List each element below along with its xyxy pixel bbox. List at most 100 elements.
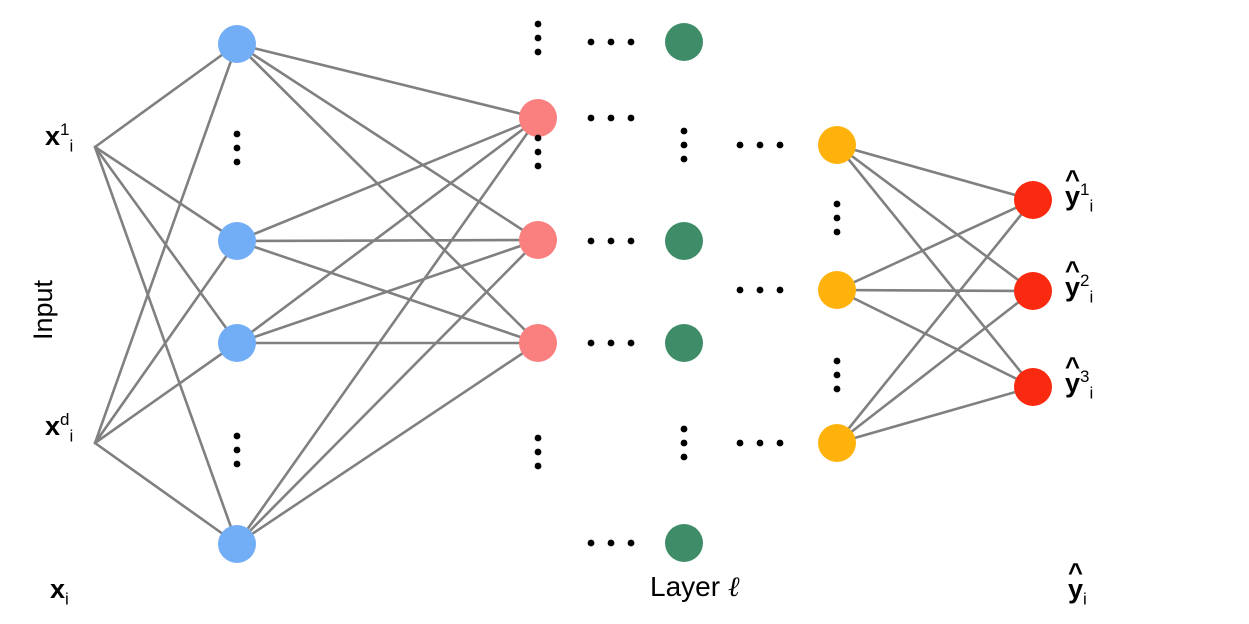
vertical-ellipsis-dot — [233, 144, 241, 152]
output-label-yhat3-glyph: ^y — [1065, 354, 1081, 398]
horizontal-ellipsis-dot — [607, 237, 615, 245]
edge — [835, 385, 1035, 445]
node-output-2[interactable] — [1014, 272, 1052, 310]
horizontal-ellipsis-dot — [736, 141, 744, 149]
vertical-ellipsis-dot — [833, 214, 841, 222]
vertical-ellipsis-dot — [534, 434, 542, 442]
vdots-penultimate-lower — [833, 357, 841, 393]
input-label-xd-sup: d — [60, 410, 70, 429]
node-layer-l-2[interactable] — [665, 222, 703, 260]
caption-layer-l-prefix: Layer — [650, 571, 728, 602]
vertical-ellipsis-dot — [680, 425, 688, 433]
input-label-x1-base: x — [45, 121, 61, 151]
hdots-between-hidden2-layerl-4 — [587, 339, 635, 347]
vertical-ellipsis-dot — [833, 228, 841, 236]
node-first-hidden-2[interactable] — [218, 222, 256, 260]
horizontal-ellipsis-dot — [627, 339, 635, 347]
edge — [93, 42, 239, 149]
horizontal-ellipsis-dot — [627, 38, 635, 46]
node-penultimate-2[interactable] — [818, 271, 856, 309]
horizontal-ellipsis-dot — [587, 339, 595, 347]
hat-accent-icon: ^ — [1068, 558, 1084, 587]
horizontal-ellipsis-dot — [736, 439, 744, 447]
node-layer-l-4[interactable] — [665, 524, 703, 562]
node-second-hidden-2[interactable] — [519, 221, 557, 259]
input-label-xd-sub: i — [69, 426, 74, 446]
node-output-1[interactable] — [1014, 181, 1052, 219]
caption-layer-l: Layer ℓ — [650, 573, 740, 602]
edge — [93, 341, 239, 445]
vertical-ellipsis-dot — [833, 385, 841, 393]
node-penultimate-3[interactable] — [818, 424, 856, 462]
vdots-layerl-upper — [680, 127, 688, 163]
vertical-ellipsis-dot — [233, 158, 241, 166]
output-label-yhat3-sub: i — [1089, 383, 1094, 403]
edge — [835, 198, 1035, 445]
vertical-ellipsis-dot — [233, 460, 241, 468]
vdots-hidden2-upper — [534, 134, 542, 170]
output-label-yhat2-sup: 2 — [1080, 271, 1090, 290]
edge — [235, 42, 540, 120]
vdots-penultimate-upper — [833, 200, 841, 236]
input-label-x1-sub: i — [69, 136, 74, 156]
horizontal-ellipsis-dot — [607, 38, 615, 46]
horizontal-ellipsis-dot — [627, 114, 635, 122]
node-layer-l-1[interactable] — [665, 23, 703, 61]
node-first-hidden-3[interactable] — [218, 324, 256, 362]
hdots-between-hidden2-layerl-5 — [587, 539, 635, 547]
vdots-hidden2-lower — [534, 434, 542, 470]
horizontal-ellipsis-dot — [587, 38, 595, 46]
edge — [835, 143, 1035, 389]
horizontal-ellipsis-dot — [756, 286, 764, 294]
node-first-hidden-1[interactable] — [218, 25, 256, 63]
node-second-hidden-1[interactable] — [519, 99, 557, 137]
hdots-between-layerl-penultimate-3 — [736, 439, 784, 447]
horizontal-ellipsis-dot — [587, 237, 595, 245]
vertical-ellipsis-dot — [233, 432, 241, 440]
hdots-between-hidden2-layerl-3 — [587, 237, 635, 245]
node-layer-l-3[interactable] — [665, 324, 703, 362]
edge — [835, 198, 1035, 292]
node-first-hidden-4[interactable] — [218, 525, 256, 563]
vertical-ellipsis-dot — [680, 127, 688, 135]
caption-output-vector-base: y — [1068, 574, 1084, 604]
edge — [835, 143, 1035, 202]
edge — [93, 239, 239, 445]
caption-input-vector-base: x — [50, 574, 66, 604]
vertical-ellipsis-dot — [534, 162, 542, 170]
vertical-ellipsis-dot — [534, 48, 542, 56]
node-penultimate-1[interactable] — [818, 126, 856, 164]
vertical-ellipsis-dot — [833, 357, 841, 365]
output-label-yhat3-base: y — [1065, 368, 1081, 398]
horizontal-ellipsis-dot — [776, 141, 784, 149]
node-output-3[interactable] — [1014, 368, 1052, 406]
vertical-ellipsis-dot — [833, 200, 841, 208]
edge — [235, 238, 540, 243]
edge — [235, 238, 540, 345]
vertical-ellipsis-dot — [680, 155, 688, 163]
output-label-yhat2-glyph: ^y — [1065, 258, 1080, 301]
vertical-ellipsis-dot — [534, 462, 542, 470]
caption-layer-l-symbol: ℓ — [727, 572, 740, 603]
vertical-ellipsis-dot — [534, 20, 542, 28]
edge — [235, 42, 540, 345]
vertical-ellipsis-dot — [534, 34, 542, 42]
input-label-x1: x1i — [45, 120, 73, 154]
vertical-ellipsis-dot — [233, 130, 241, 138]
edge — [93, 42, 239, 445]
edge — [235, 341, 540, 546]
output-label-yhat1-glyph: ^y — [1065, 167, 1080, 210]
caption-output-vector-sub: i — [1083, 589, 1087, 609]
hat-accent-icon: ^ — [1065, 256, 1081, 285]
caption-output-vector: ^yi — [1068, 560, 1087, 607]
input-label-x1-sup: 1 — [60, 120, 70, 139]
vdots-layerl-lower — [680, 425, 688, 461]
vertical-ellipsis-dot — [680, 439, 688, 447]
output-label-yhat1: ^y1i — [1065, 167, 1093, 214]
vertical-ellipsis-dot — [534, 148, 542, 156]
horizontal-ellipsis-dot — [627, 539, 635, 547]
node-second-hidden-3[interactable] — [519, 324, 557, 362]
edge — [835, 289, 1035, 445]
vertical-ellipsis-dot — [680, 141, 688, 149]
caption-input-vector-sub: i — [65, 589, 69, 609]
